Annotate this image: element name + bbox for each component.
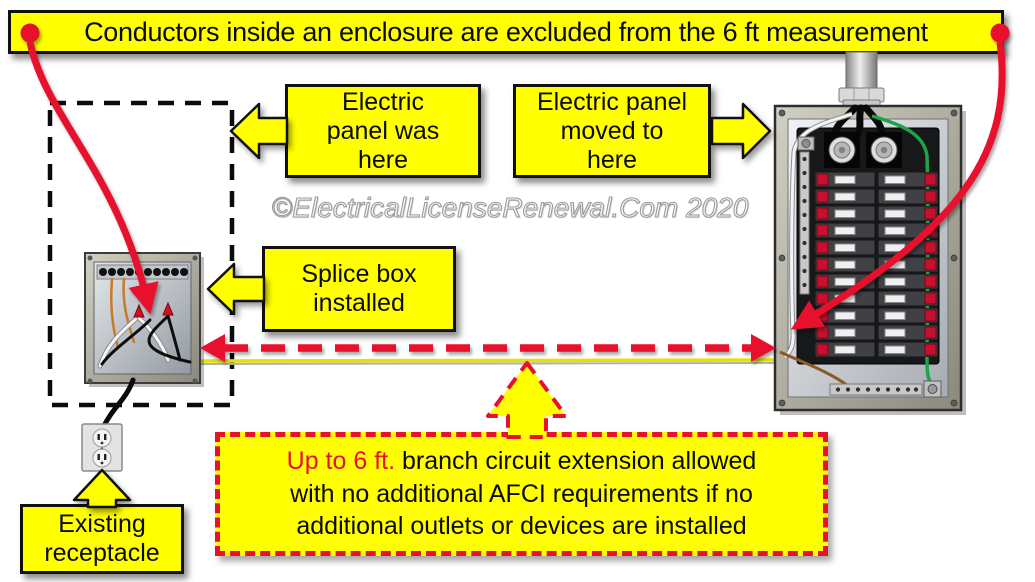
note-highlight: Up to 6 ft.: [286, 447, 396, 476]
callout-line: receptacle: [44, 539, 160, 567]
main-lugs: [824, 132, 902, 168]
neutral-wire: [783, 112, 853, 359]
panel-interior: [787, 118, 949, 398]
neutral-lug: [797, 136, 815, 151]
panel-screws: [778, 109, 958, 407]
note-line-1: Up to 6 ft. branch circuit extension all…: [287, 445, 757, 478]
breaker-row: [815, 274, 938, 289]
splice-box-interior: [93, 261, 192, 375]
callout-panel-was-here: Electric panel was here: [285, 84, 481, 178]
breaker-row: [815, 325, 938, 340]
outlet-top: [92, 428, 112, 448]
arrow-left-splice-icon: [206, 262, 266, 316]
callout-line: panel was: [326, 116, 440, 145]
ground-bar: [829, 383, 923, 396]
callout-line: installed: [313, 289, 405, 317]
breaker-row: [815, 223, 938, 238]
cable-clamps: [99, 268, 188, 276]
breaker-row: [815, 257, 938, 272]
callout-splice-box-installed: Splice box installed: [262, 246, 456, 332]
feeder-wires: [830, 104, 886, 140]
breaker-row: [815, 291, 938, 306]
callout-line: moved to: [560, 116, 664, 145]
receptacle-screw: [100, 447, 104, 450]
splice-box: [84, 252, 204, 431]
breaker-panel: [796, 127, 940, 365]
callout-existing-receptacle: Existing receptacle: [20, 504, 184, 574]
former-panel-dashed-outline: [47, 100, 235, 408]
breaker-rows: [815, 172, 938, 357]
ground-wire-green: [871, 114, 935, 388]
note-line-1-rest: branch circuit extension allowed: [395, 447, 757, 476]
breaker-row: [815, 172, 938, 187]
breaker-row: [815, 206, 938, 221]
cable-shadow-line: [197, 362, 779, 365]
neutral-bar-screws: [802, 156, 807, 288]
callout-line: Existing: [58, 510, 146, 538]
arrow-right-panel-moved-icon: [710, 102, 772, 160]
arrow-up-note-icon: [486, 361, 568, 439]
existing-receptacle: [81, 423, 123, 472]
clamp-strip: [96, 264, 189, 280]
watermark: ©ElectricalLicenseRenewal.Com 2020: [230, 191, 790, 224]
watermark-text: ©ElectricalLicenseRenewal.Com 2020: [271, 191, 749, 223]
breaker-row: [815, 240, 938, 255]
callout-panel-moved-here: Electric panel moved to here: [513, 84, 711, 178]
callout-line: Electric panel: [536, 87, 688, 116]
callout-line: here: [586, 145, 638, 174]
ground-bar-screws: [835, 387, 919, 392]
curved-arrow-to-panel: [790, 41, 1006, 330]
neutral-bar: [799, 151, 810, 295]
splice-box-frame: [84, 252, 201, 384]
splice-wires: [97, 277, 192, 369]
wire-nuts: [133, 301, 174, 318]
callout-line: Splice box: [301, 260, 417, 288]
breaker-row: [815, 308, 938, 323]
note-line-2: with no additional AFCI requirements if …: [290, 479, 753, 508]
breaker-row: [815, 189, 938, 204]
callout-line: Electric: [342, 87, 424, 116]
conduit-coupling: [838, 87, 885, 103]
neutral-wire-outline: [783, 111, 853, 359]
receptacle-plate: [81, 423, 123, 472]
branch-circuit-cable: [197, 358, 779, 363]
splice-box-shadow: [89, 257, 204, 387]
conduit: [845, 51, 878, 99]
splice-box-screws: [87, 255, 198, 384]
callout-line: here: [357, 145, 409, 174]
panel-shadow: [780, 111, 966, 415]
bond-wire-brown: [779, 350, 849, 388]
arrow-left-panel-was-icon: [229, 102, 289, 160]
breaker-row: [815, 342, 938, 357]
ground-lug: [923, 380, 942, 398]
measure-arrowhead-right-icon: [751, 334, 776, 362]
note-afci-extension: Up to 6 ft. branch circuit extension all…: [215, 432, 828, 556]
arrow-up-receptacle-icon: [72, 468, 132, 509]
curved-arrow-to-splice-box: [26, 41, 159, 315]
outlet-bottom: [92, 448, 112, 468]
banner-text: Conductors inside an enclosure are exclu…: [84, 16, 928, 47]
cable-to-receptacle: [100, 377, 136, 431]
banner: Conductors inside an enclosure are exclu…: [8, 10, 1004, 54]
note-line-3: additional outlets or devices are instal…: [296, 512, 747, 541]
measure-arrowhead-left-icon: [200, 334, 225, 362]
electric-panel: [773, 51, 966, 415]
panel-enclosure: [773, 104, 963, 412]
